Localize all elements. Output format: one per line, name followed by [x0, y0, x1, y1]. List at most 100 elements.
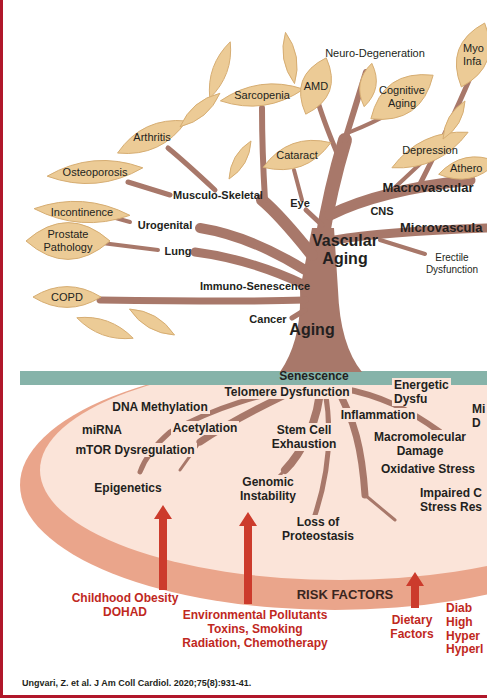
disease-label-box: Arthritis — [122, 131, 182, 144]
band-label: Senescence — [279, 369, 348, 383]
root-label: Oxidative Stress — [379, 462, 477, 476]
tree-root — [315, 390, 329, 515]
branch-label-box: Immuno-Senescence — [199, 280, 311, 293]
disease-label: Myo Infa — [463, 42, 484, 67]
branch-label: Immuno-Senescence — [200, 280, 310, 292]
disease-label: Athero — [450, 162, 482, 174]
root-label: Macromolecular Damage — [372, 430, 468, 458]
root-label: mTOR Dysregulation — [73, 443, 196, 457]
root-label-box: DNA Methylation — [108, 401, 212, 415]
root-label: Epigenetics — [92, 481, 163, 495]
branch-label: Microvascula — [400, 220, 482, 235]
disease-label-box: Sarcopenia — [227, 89, 297, 102]
risk-ring — [20, 380, 487, 610]
tree-leaf — [176, 88, 224, 131]
tree-branch — [168, 148, 215, 190]
risk-factor-label: Childhood Obesity DOHAD — [72, 591, 179, 619]
root-label-box: Mi D — [470, 403, 486, 431]
branch-label-box: CNS — [365, 205, 399, 218]
root-label: Genomic Instability — [238, 475, 298, 503]
root-label: Inflammation — [339, 408, 418, 422]
disease-label: Neuro-Degeneration — [325, 47, 425, 59]
disease-label-box: Incontinence — [42, 206, 122, 219]
disease-label-box: Osteoporosis — [55, 166, 135, 179]
root-label: DNA Methylation — [110, 400, 210, 414]
branch-label-box: Macrovascular — [378, 181, 478, 196]
disease-label: AMD — [304, 80, 328, 92]
tree-leaf — [126, 303, 177, 340]
branch-label: CNS — [370, 205, 393, 217]
branch-label-box: Eye — [285, 197, 315, 210]
root-label: miRNA — [80, 423, 124, 437]
tree-leaf — [356, 62, 379, 108]
disease-label-box: Cognitive Aging — [372, 84, 432, 109]
tree-leaf — [259, 131, 335, 178]
root-label-box: Acetylation — [168, 422, 242, 436]
risk-factor-label-box: Childhood Obesity DOHAD — [65, 592, 185, 620]
disease-label-box: Erectile Dysfunction — [421, 252, 483, 275]
root-label-box: Loss of Proteostasis — [276, 516, 360, 544]
tree-leaf — [436, 152, 487, 185]
branch-label-box: Musculo-Skeletal — [168, 189, 268, 202]
risk-factor-label: Environmental Pollutants Toxins, Smoking… — [182, 608, 327, 650]
tree-leaf — [46, 157, 144, 188]
disease-label: Cognitive Aging — [379, 84, 425, 109]
disease-label: Prostate Pathology — [44, 228, 93, 253]
tree-branch — [100, 300, 305, 301]
tree-leaf — [447, 18, 487, 92]
branch-label: Musculo-Skeletal — [173, 189, 263, 201]
disease-label: COPD — [51, 291, 83, 303]
root-label-box: Genomic Instability — [233, 476, 303, 504]
branch-label: Cancer — [249, 313, 286, 325]
disease-label-box: Prostate Pathology — [37, 228, 99, 253]
tree-branch — [322, 140, 345, 240]
root-label-box: mTOR Dysregulation — [73, 444, 197, 458]
band-label-box: Senescence — [274, 370, 354, 384]
tree-branch — [292, 310, 305, 318]
branch-label-box: Urogenital — [130, 219, 200, 232]
root-label: Acetylation — [171, 421, 240, 435]
risk-ring — [40, 380, 487, 580]
trunk-label-box: Vascular Aging — [305, 232, 385, 269]
tree-leaf — [438, 98, 470, 142]
disease-label: Sarcopenia — [234, 89, 290, 101]
disease-label: Erectile Dysfunction — [426, 252, 478, 275]
tree-leaf — [219, 79, 305, 111]
citation-caption: Ungvari, Z. et al. J Am Coll Cardiol. 20… — [22, 678, 251, 688]
disease-label: Incontinence — [51, 206, 113, 218]
disease-label-box: AMD — [296, 80, 336, 93]
disease-label-box: Athero — [450, 162, 486, 175]
branch-label-box: Cancer — [243, 313, 293, 326]
root-label-box: Inflammation — [335, 409, 421, 423]
disease-label: Arthritis — [133, 131, 170, 143]
trunk-label: Vascular Aging — [312, 232, 378, 267]
tree-leaf — [74, 311, 135, 345]
tree-root — [365, 495, 395, 520]
tree-branch — [102, 243, 158, 250]
branch-label-box: Microvascula — [400, 221, 486, 236]
risk-arrow — [154, 505, 424, 608]
tree-branch — [306, 210, 322, 225]
disease-label-box: Cataract — [270, 149, 325, 162]
root-label-box: Macromolecular Damage — [369, 431, 471, 459]
root-label-box: Epigenetics — [89, 482, 167, 496]
root-label: Mi D — [470, 402, 487, 430]
disease-label-box: Depression — [397, 144, 463, 157]
disease-label-box: Myo Infa — [463, 42, 485, 67]
disease-label: Depression — [402, 144, 458, 156]
tree-leaf — [361, 61, 443, 132]
root-label-box: Oxidative Stress — [377, 463, 479, 477]
branch-label: Macrovascular — [382, 180, 473, 195]
root-label: Telomere Dysfunction — [222, 385, 351, 399]
risk-factor-label: Dietary Factors — [390, 613, 433, 641]
risk-factor-label-box: Diab High Hyper Hyperl — [446, 602, 484, 657]
root-label-box: Impaired C Stress Res — [418, 487, 486, 515]
ring-label: RISK FACTORS — [297, 587, 394, 602]
ring-label-box: RISK FACTORS — [289, 588, 401, 603]
root-label: Impaired C Stress Res — [418, 486, 484, 514]
root-label: Energetic Dysfu — [392, 378, 451, 406]
tree-leaf — [33, 198, 130, 225]
tree-branch — [100, 72, 486, 318]
tree-branch — [128, 182, 170, 195]
